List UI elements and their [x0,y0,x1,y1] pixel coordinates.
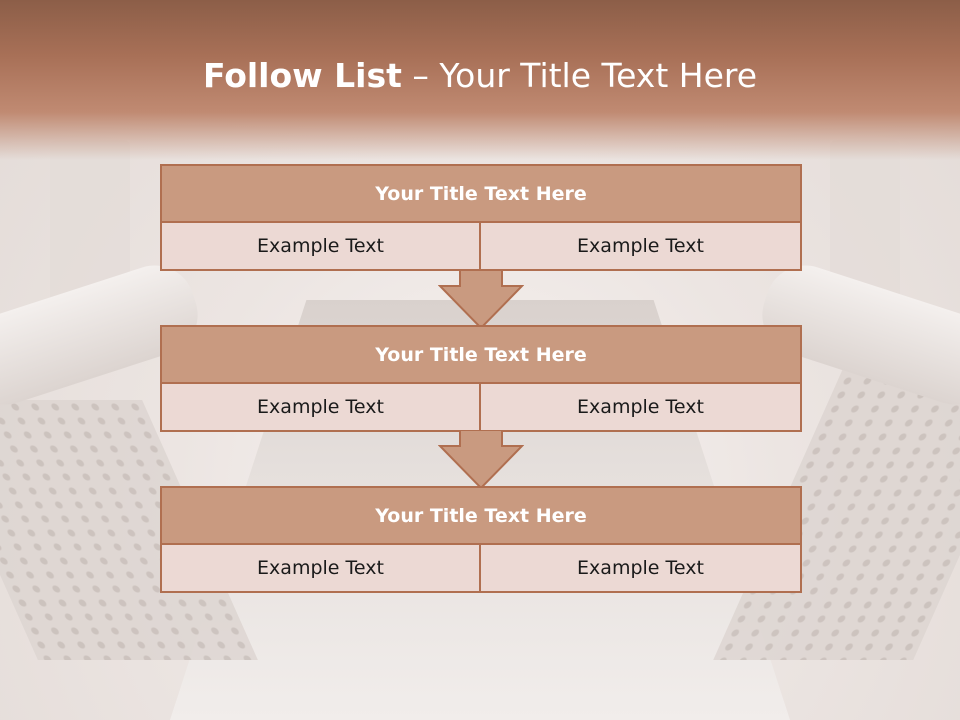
block-title: Your Title Text Here [160,325,802,384]
block-title: Your Title Text Here [160,486,802,545]
follow-list-block-3: Your Title Text Here Example Text Exampl… [160,486,802,594]
block-cell-left: Example Text [160,543,481,593]
down-arrow-icon [438,430,524,490]
block-cell-left: Example Text [160,382,481,432]
down-arrow-icon [438,270,524,330]
follow-list-block-1: Your Title Text Here Example Text Exampl… [160,164,802,272]
block-cell-right: Example Text [479,543,802,593]
slide-title: Follow List – Your Title Text Here [0,52,960,100]
slide-title-bold: Follow List [202,56,402,95]
slide-title-rest: – Your Title Text Here [401,56,758,95]
header-band [0,0,960,160]
block-cell-right: Example Text [479,382,802,432]
block-cell-left: Example Text [160,221,481,271]
follow-list-block-2: Your Title Text Here Example Text Exampl… [160,325,802,433]
block-cell-right: Example Text [479,221,802,271]
block-title: Your Title Text Here [160,164,802,223]
